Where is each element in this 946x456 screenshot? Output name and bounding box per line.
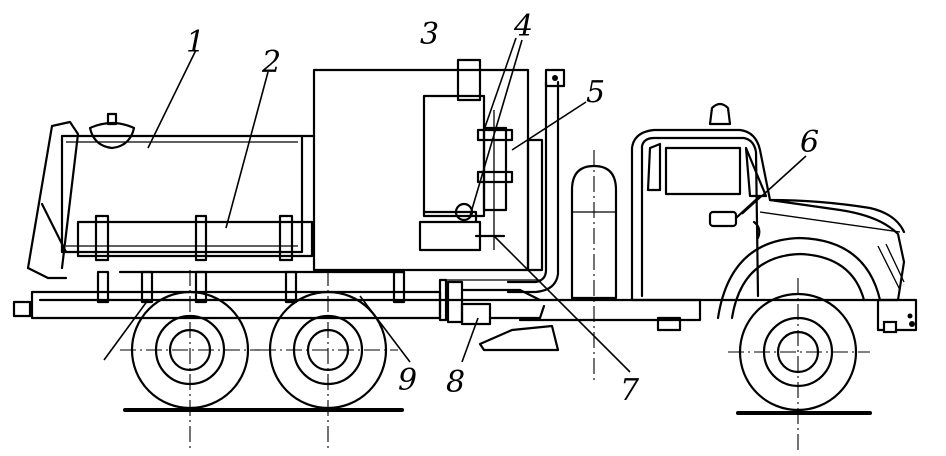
chassis-frame [12,270,702,322]
ground-lines [123,408,872,415]
callout-5: 5 [586,75,605,110]
tank [60,112,316,254]
leader-lines [103,37,807,373]
driveline [438,278,560,352]
callout-6: 6 [800,125,819,160]
callouts: 1 2 3 4 5 6 7 8 9 [186,9,819,408]
callout-9: 9 [398,363,417,398]
callout-2: 2 [261,45,281,80]
callout-4: 4 [513,9,533,44]
pump-unit [418,68,566,294]
callout-8: 8 [446,365,465,400]
rear-frame [26,120,80,280]
callout-3: 3 [420,17,439,52]
axis-lines [120,150,870,452]
pipe-assembly [76,214,314,262]
callout-1: 1 [186,25,205,60]
cab [630,102,918,334]
callout-7: 7 [620,373,640,408]
